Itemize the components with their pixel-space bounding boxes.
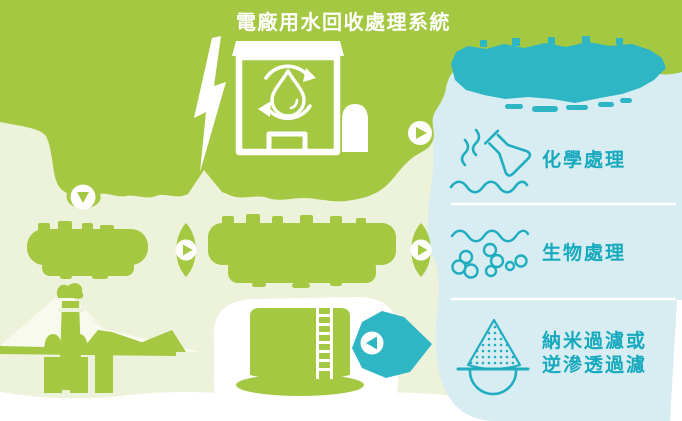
teal-banner-redacted-text [451,36,666,112]
treatment-label-chemical: 化學處理 [542,149,627,171]
arrow-left-icon [366,336,377,350]
power-plant-icon [0,283,200,393]
page-title: 電廠用水回收處理系統 [236,10,451,34]
nano-filter-icon [456,318,530,396]
arrow-right-icon [416,127,427,139]
storage-tank-icon [213,297,399,420]
panel-dividers [451,202,676,301]
white-shard [194,36,226,172]
arrow-right-icon [183,244,193,256]
return-flow-tag [352,311,432,378]
right-edge-white-sliver [670,300,682,421]
water-recycle-building-icon [232,41,368,156]
arrow-down-icon [77,192,89,203]
bacteria-icon [450,229,530,279]
treatment-label-nanofilter: 納米過濾或 逆滲透過濾 [542,330,648,376]
treatment-label-biological: 生物處理 [542,242,627,264]
redacted-label-left [27,221,148,279]
flask-pouring-icon [449,128,532,194]
arrow-right-icon [418,244,428,256]
redacted-label-center [208,214,396,288]
flow-arrows [70,121,432,261]
